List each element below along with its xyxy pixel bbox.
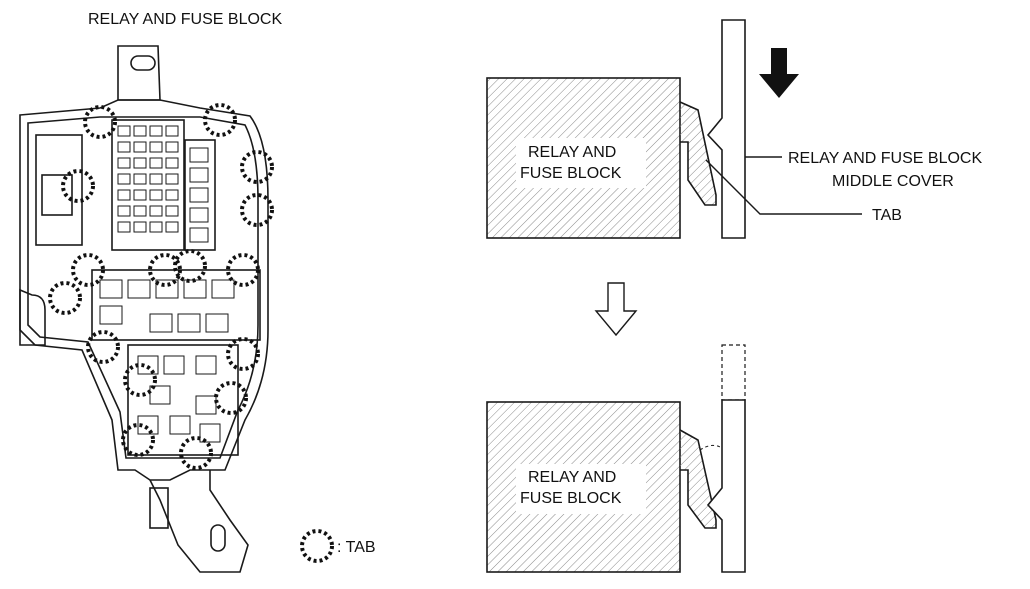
arrow-down-solid-icon bbox=[759, 48, 799, 98]
tab-label: TAB bbox=[872, 207, 902, 224]
tab-marker-icon bbox=[240, 150, 274, 184]
tab-marker-icon bbox=[173, 249, 207, 283]
legend-label: : TAB bbox=[337, 539, 376, 556]
cover-original-position bbox=[721, 344, 746, 401]
block-label-line1: RELAY AND bbox=[528, 144, 616, 161]
tab-section bbox=[679, 429, 717, 529]
middle-cover-section bbox=[706, 399, 746, 573]
tab-marker-icon bbox=[240, 193, 274, 227]
tab-marker-icon bbox=[148, 253, 182, 287]
tab-marker-icon bbox=[123, 363, 157, 397]
before-section: RELAY AND FUSE BLOCK RELAY AND FUSE BLOC… bbox=[486, 19, 982, 239]
arrow-down-outline-icon bbox=[594, 282, 638, 337]
fuse-grid bbox=[99, 125, 235, 443]
middle-cover-section bbox=[706, 19, 746, 239]
tab-marker-icon bbox=[71, 253, 105, 287]
tab-marker-icon bbox=[226, 253, 260, 287]
tab-marker-icon bbox=[203, 103, 237, 137]
tab-marker-icon bbox=[179, 436, 213, 470]
block-label-line2: FUSE BLOCK bbox=[520, 165, 622, 182]
tab-marker-icon bbox=[48, 281, 82, 315]
after-section: RELAY AND FUSE BLOCK bbox=[486, 344, 746, 573]
tab-section bbox=[679, 101, 717, 206]
block-label-line1: RELAY AND bbox=[528, 469, 616, 486]
fuse-block-illustration bbox=[19, 45, 269, 573]
cover-label-line1: RELAY AND FUSE BLOCK bbox=[788, 150, 982, 167]
tab-marker-icon bbox=[86, 330, 120, 364]
diagram-title: RELAY AND FUSE BLOCK bbox=[88, 11, 282, 28]
legend-tab-icon bbox=[300, 529, 334, 563]
block-label-line2: FUSE BLOCK bbox=[520, 490, 622, 507]
tab-marker-icon bbox=[214, 381, 248, 415]
cover-label-line2: MIDDLE COVER bbox=[832, 173, 954, 190]
tab-marker-icon bbox=[226, 337, 260, 371]
tab-marker-icon bbox=[61, 169, 95, 203]
tab-marker-icon bbox=[83, 105, 117, 139]
tab-markers bbox=[48, 103, 274, 470]
tab-marker-icon bbox=[121, 423, 155, 457]
